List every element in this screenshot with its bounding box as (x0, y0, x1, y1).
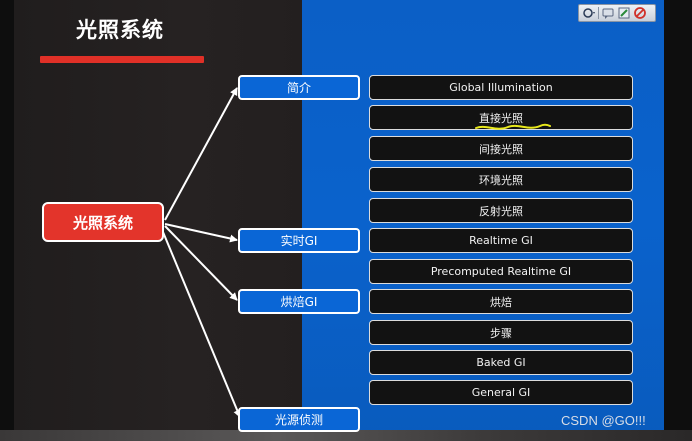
item-label: Baked GI (476, 356, 526, 369)
item-steps: 步骤 (369, 320, 633, 345)
category-baked-gi: 烘焙GI (238, 289, 360, 314)
item-label: 反射光照 (479, 204, 523, 218)
category-realtime-gi: 实时GI (238, 228, 360, 253)
item-label: Precomputed Realtime GI (430, 265, 572, 278)
item-label: 步骤 (490, 326, 512, 340)
connector-to-light-probe (162, 231, 242, 418)
item-label: Global Illumination (449, 81, 553, 94)
category-label: 简介 (286, 81, 311, 95)
item-label: 直接光照 (479, 111, 523, 125)
pen-dropdown-icon[interactable] (582, 6, 596, 20)
item-precomputed-realtime-gi: Precomputed Realtime GI (369, 259, 633, 284)
no-entry-icon[interactable] (633, 6, 647, 20)
toolbar-separator (598, 7, 599, 19)
item-ambient-lighting: 环境光照 (369, 167, 633, 192)
connector-to-baked-gi (164, 225, 238, 301)
item-label: Realtime GI (469, 234, 533, 247)
annotation-toolbar (578, 4, 656, 22)
item-label: 烘焙 (490, 295, 512, 309)
connector-to-intro (164, 87, 238, 221)
bottom-strip (0, 430, 692, 441)
item-baking: 烘焙 (369, 289, 633, 314)
item-general-gi: General GI (369, 380, 633, 405)
item-global-illumination: Global Illumination (369, 75, 633, 100)
title-underline-bar (40, 56, 204, 63)
item-label: 环境光照 (479, 173, 523, 187)
root-node-label: 光照系统 (72, 213, 133, 232)
comment-icon[interactable] (601, 6, 615, 20)
category-label: 实时GI (280, 234, 318, 248)
item-direct-lighting: 直接光照 (369, 105, 633, 130)
item-baked-gi: Baked GI (369, 350, 633, 375)
category-intro: 简介 (238, 75, 360, 100)
item-indirect-lighting: 间接光照 (369, 136, 633, 161)
item-reflection-lighting: 反射光照 (369, 198, 633, 223)
connector-to-realtime-gi (164, 223, 238, 243)
item-label: General GI (471, 386, 531, 399)
category-light-probe: 光源侦测 (238, 407, 360, 432)
slide-title: 光照系统 (76, 18, 164, 42)
root-node: 光照系统 (42, 202, 164, 242)
category-label: 光源侦测 (274, 413, 323, 427)
item-label: 间接光照 (479, 142, 523, 156)
watermark-text: CSDN @GO!!! (561, 413, 646, 428)
edit-icon[interactable] (617, 6, 631, 20)
highlight-squiggle (475, 123, 551, 130)
category-label: 烘焙GI (280, 295, 318, 309)
item-realtime-gi: Realtime GI (369, 228, 633, 253)
